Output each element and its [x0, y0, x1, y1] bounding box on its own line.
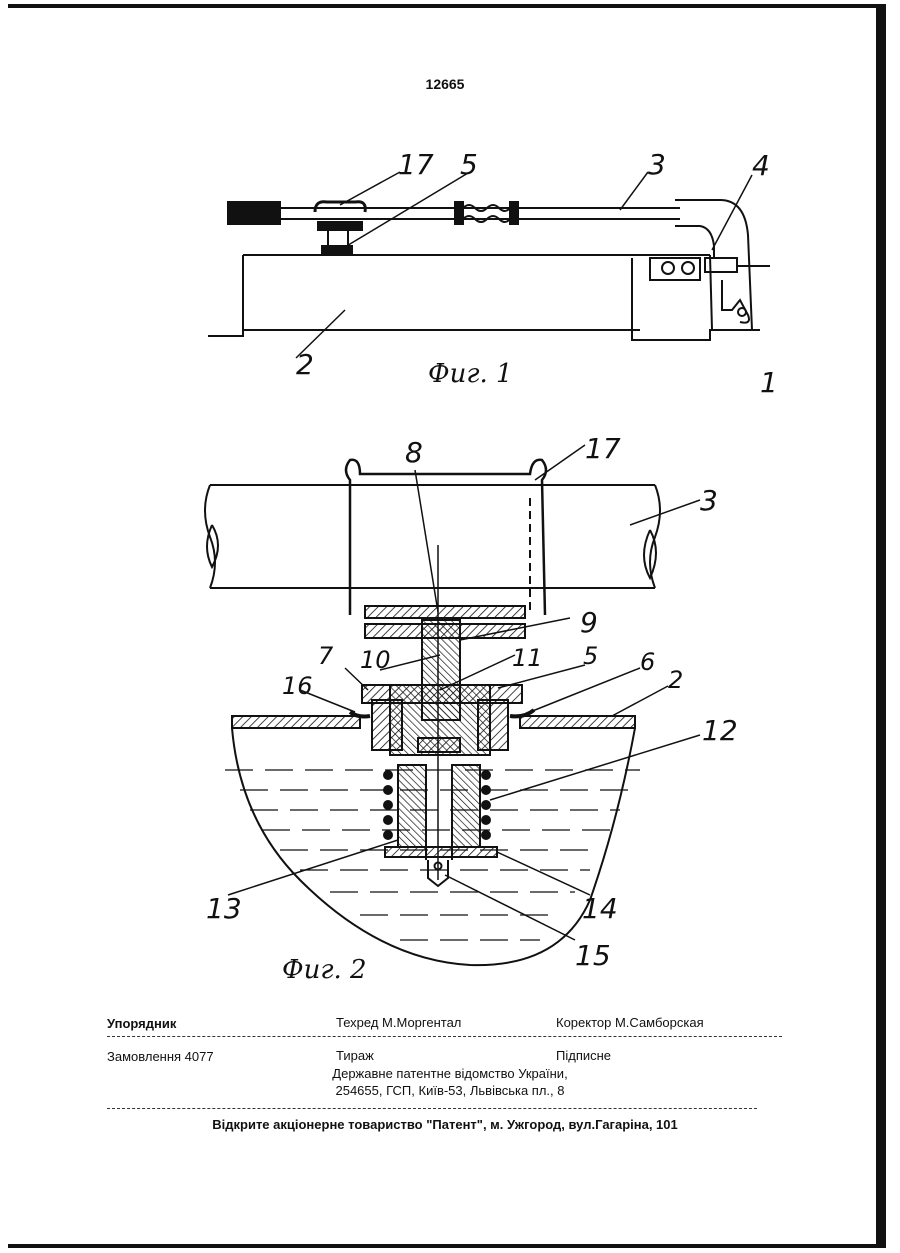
- fig2-label-16: 16: [282, 672, 313, 700]
- imprint-circulation: Тираж: [336, 1048, 374, 1063]
- fig2-label-13: 13: [206, 892, 242, 925]
- fig2-label-11: 11: [512, 644, 543, 672]
- fig2-label-3: 3: [700, 484, 718, 517]
- fig2-label-7: 7: [318, 642, 334, 670]
- technical-drawing: 17 5 3 4 2 1 Фиг. 1: [0, 0, 900, 1000]
- imprint-rule-top: [107, 1036, 782, 1037]
- imprint-rule-bottom: [107, 1108, 757, 1109]
- imprint-tech-editor: Техред М.Моргентал: [336, 1015, 461, 1030]
- fig2-caption: Фиг. 2: [282, 955, 367, 985]
- fig2-label-12: 12: [702, 714, 738, 747]
- imprint-compiler: Упорядник: [107, 1016, 176, 1031]
- page-border-bottom: [8, 1244, 886, 1248]
- fig2-label-5: 5: [583, 642, 598, 670]
- imprint-signed: Підписне: [556, 1048, 611, 1063]
- fig2-label-6: 6: [640, 648, 655, 676]
- fig1-label-4: 4: [752, 149, 770, 182]
- fig1-label-2: 2: [296, 348, 314, 381]
- imprint-printer: Відкрите акціонерне товариство "Патент",…: [120, 1117, 770, 1132]
- imprint-publisher-line2: 254655, ГСП, Київ-53, Львівська пл., 8: [250, 1083, 650, 1098]
- imprint-corrector: Коректор М.Самборская: [556, 1015, 704, 1030]
- fig2-label-14: 14: [582, 892, 618, 925]
- fig1-label-1: 1: [760, 366, 778, 399]
- fig1-caption: Фиг. 1: [428, 359, 513, 389]
- imprint-order: Замовлення 4077: [107, 1049, 214, 1064]
- figure-2: [205, 445, 700, 965]
- fig2-label-15: 15: [575, 939, 611, 972]
- figure-1: [208, 172, 770, 358]
- fig2-label-2: 2: [668, 666, 683, 694]
- imprint-publisher-line1: Державне патентне відомство України,: [250, 1066, 650, 1081]
- fig2-label-10: 10: [360, 646, 391, 674]
- fig2-label-8: 8: [405, 436, 423, 469]
- fig2-label-9: 9: [580, 606, 598, 639]
- fig2-label-17: 17: [585, 432, 621, 465]
- figure-1-labels: 17 5 3 4 2 1 Фиг. 1: [296, 148, 778, 399]
- fig1-label-3: 3: [648, 148, 666, 181]
- fig1-label-5: 5: [460, 148, 478, 181]
- fig1-label-17: 17: [398, 148, 434, 181]
